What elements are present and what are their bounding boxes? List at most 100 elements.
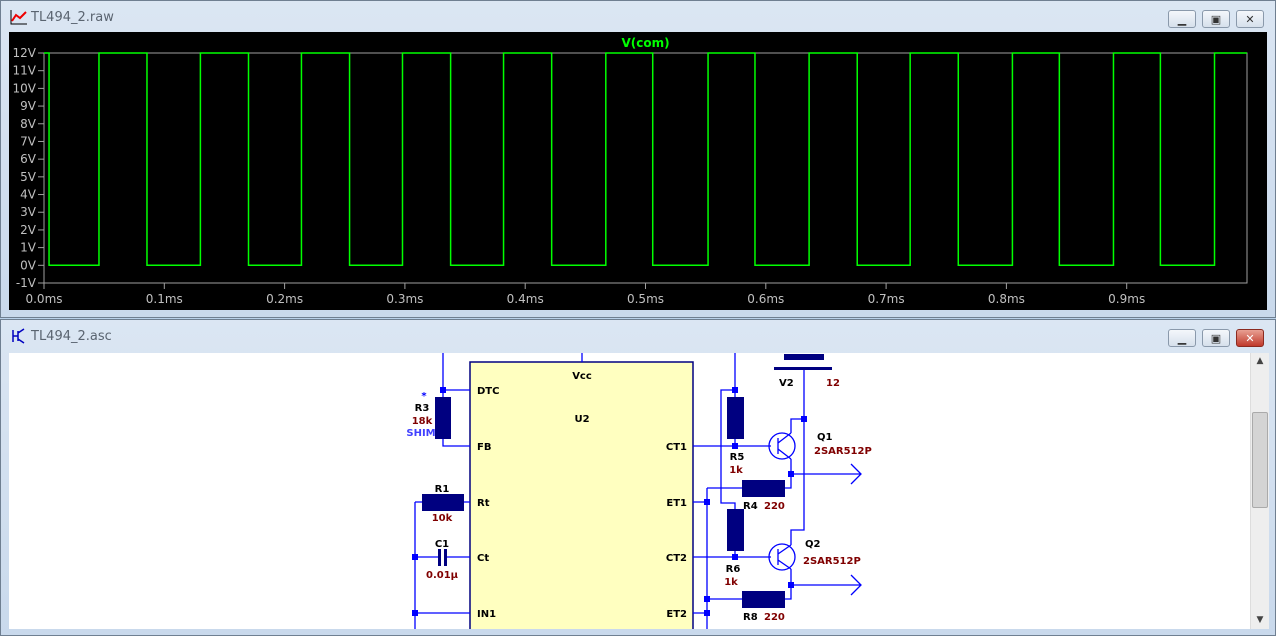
y-tick-label: 0V — [20, 258, 37, 272]
r5-body[interactable] — [727, 397, 744, 439]
r8-body[interactable] — [742, 591, 785, 608]
c1-plate[interactable] — [438, 549, 441, 566]
v2-value: 12 — [826, 378, 840, 389]
window-title: TL494_2.asc — [31, 329, 112, 344]
window-title: TL494_2.raw — [31, 10, 114, 25]
r3-label: R3 — [415, 403, 430, 414]
minimize-button[interactable]: ▁ — [1168, 329, 1196, 347]
r3-tag: SHIM — [406, 428, 435, 439]
close-button[interactable]: ✕ — [1236, 10, 1264, 28]
q2-label: Q2 — [805, 539, 821, 550]
x-tick-label: 0.4ms — [507, 292, 544, 306]
waveform-icon — [10, 10, 27, 25]
waveform-plot[interactable]: 12V 11V 10V 9V 8V 7V 6V 5V 4V 3V 2V 1V 0V -1V 0.0ms 0.1… — [9, 32, 1267, 310]
legend-label: V(com) — [621, 36, 669, 50]
q2-value: 2SAR512P — [803, 556, 861, 567]
u2-label: U2 — [574, 414, 589, 425]
x-tick-label: 0.8ms — [988, 292, 1025, 306]
y-tick-label: -1V — [16, 276, 37, 290]
pin-ct1: CT1 — [666, 442, 687, 453]
pin-et1: ET1 — [666, 498, 687, 509]
r1-label: R1 — [435, 484, 450, 495]
scrollbar-thumb[interactable] — [1252, 412, 1268, 508]
r1-value: 10k — [432, 513, 453, 524]
pin-et2: ET2 — [666, 609, 687, 620]
y-tick-label: 8V — [20, 117, 37, 131]
restore-icon: ▣ — [1210, 331, 1222, 345]
u2-chip[interactable] — [469, 361, 694, 629]
pin-in1: IN1 — [477, 609, 496, 620]
resistor-bodies — [422, 354, 832, 608]
waveform-titlebar[interactable]: TL494_2.raw ▁ ▣ ✕ — [1, 1, 1275, 33]
junctions — [412, 387, 807, 616]
r4-value: 220 — [764, 501, 785, 512]
pin-ct: Ct — [477, 553, 489, 564]
y-tick-label: 1V — [20, 241, 37, 255]
r8-value: 220 — [764, 612, 785, 623]
r4-body[interactable] — [742, 480, 785, 497]
schematic-drawing[interactable]: R7 120k Vcc U2 DTC FB Rt Ct IN1 CT1 ET1 … — [9, 353, 1251, 629]
minimize-icon: ▁ — [1177, 12, 1187, 26]
schematic-icon — [12, 328, 25, 344]
y-tick-label: 11V — [13, 64, 37, 78]
r5-label: R5 — [730, 452, 745, 463]
waveform-window: TL494_2.raw ▁ ▣ ✕ 12V 11V 10V 9V 8V 7V 6V 5V 4V 3… — [0, 0, 1276, 318]
close-icon: ✕ — [1245, 331, 1255, 345]
vertical-scrollbar[interactable]: ▲ ▼ — [1250, 353, 1269, 629]
schematic-titlebar[interactable]: TL494_2.asc ▁ ▣ ✕ — [1, 320, 1275, 352]
pin-fb: FB — [477, 442, 491, 453]
y-tick-label: 6V — [20, 152, 37, 166]
r4-label: R4 — [743, 501, 758, 512]
q1-label: Q1 — [817, 432, 833, 443]
plot-pane[interactable]: 12V 11V 10V 9V 8V 7V 6V 5V 4V 3V 2V 1V 0V -1V 0.0ms 0.1… — [9, 32, 1267, 310]
y-tick-label: 5V — [20, 170, 37, 184]
v2-label: V2 — [779, 378, 794, 389]
x-tick-label: 0.9ms — [1108, 292, 1145, 306]
v2-plate[interactable] — [784, 354, 824, 360]
c1-value: 0.01µ — [426, 570, 459, 581]
y-tick-label: 10V — [13, 81, 37, 95]
y-tick-label: 9V — [20, 99, 37, 113]
r6-body[interactable] — [727, 509, 744, 551]
x-tick-label: 0.2ms — [266, 292, 303, 306]
y-tick-label: 4V — [20, 188, 37, 202]
close-button[interactable]: ✕ — [1236, 329, 1264, 347]
minimize-icon: ▁ — [1177, 331, 1187, 345]
maximize-button[interactable]: ▣ — [1202, 329, 1230, 347]
x-tick-label: 0.1ms — [146, 292, 183, 306]
pin-rt: Rt — [477, 498, 490, 509]
x-tick-label: 0.5ms — [627, 292, 664, 306]
y-tick-label: 7V — [20, 134, 37, 148]
x-tick-label: 0.6ms — [747, 292, 784, 306]
trace-vcom — [44, 52, 1247, 267]
r8-label: R8 — [743, 612, 758, 623]
pin-dtc: DTC — [477, 386, 499, 397]
plot-frame — [43, 52, 1248, 284]
r6-value: 1k — [724, 577, 738, 588]
minimize-button[interactable]: ▁ — [1168, 10, 1196, 28]
c1-plate[interactable] — [444, 549, 447, 566]
q1-value: 2SAR512P — [814, 446, 872, 457]
r3-value: 18k — [412, 416, 433, 427]
r5-value: 1k — [729, 465, 743, 476]
schematic-canvas[interactable]: R7 120k Vcc U2 DTC FB Rt Ct IN1 CT1 ET1 … — [9, 353, 1269, 629]
x-tick-label: 0.7ms — [868, 292, 905, 306]
v2-plate[interactable] — [774, 367, 832, 370]
r7-label: R7 120k — [476, 353, 522, 355]
restore-icon: ▣ — [1210, 12, 1222, 26]
x-tick-label: 0.0ms — [25, 292, 62, 306]
y-tick-label: 2V — [20, 223, 37, 237]
r6-label: R6 — [726, 564, 741, 575]
y-tick-label: 12V — [13, 46, 37, 60]
close-icon: ✕ — [1245, 12, 1255, 26]
scroll-down-button[interactable]: ▼ — [1256, 615, 1264, 625]
c1-label: C1 — [435, 539, 449, 550]
r1-body[interactable] — [422, 494, 464, 511]
x-tick-label: 0.3ms — [386, 292, 423, 306]
maximize-button[interactable]: ▣ — [1202, 10, 1230, 28]
r3-mark: * — [421, 391, 427, 402]
y-tick-label: 3V — [20, 205, 37, 219]
pin-ct2: CT2 — [666, 553, 687, 564]
r3-body[interactable] — [435, 397, 451, 439]
scroll-up-button[interactable]: ▲ — [1256, 356, 1264, 366]
